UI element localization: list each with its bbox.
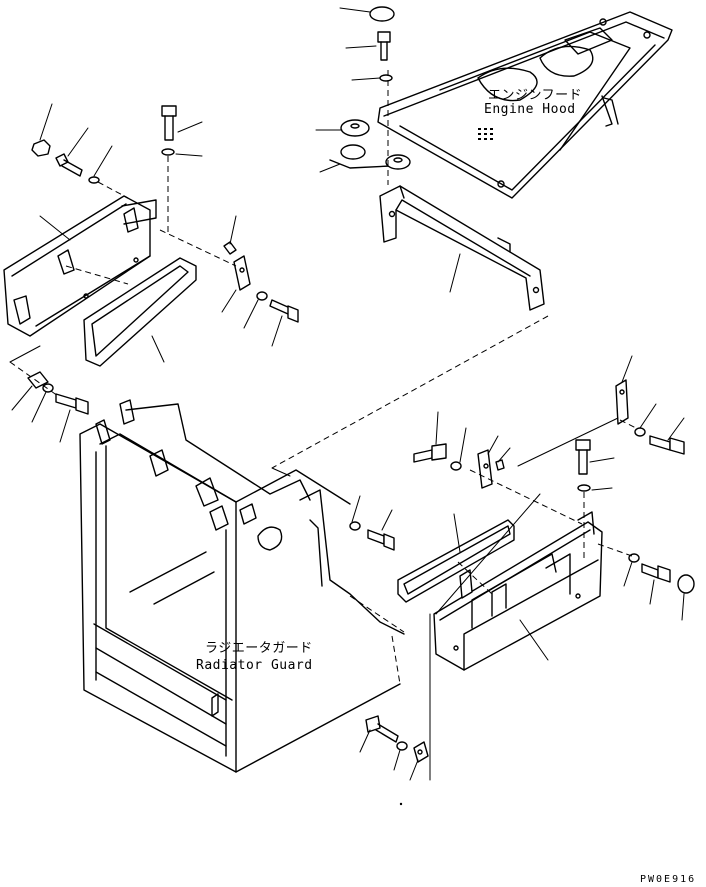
right-cover-bolt-1: [413, 411, 447, 463]
right-cover-seal: [397, 513, 515, 603]
bottom-washer: [393, 741, 408, 771]
right-cover-washer-2: [577, 484, 613, 492]
radiator-guard-label-jp: ラジエータガード: [205, 641, 313, 656]
cover-clip: [223, 215, 237, 255]
engine-hood: [377, 11, 673, 199]
engine-hood-label-jp: エンジンフード: [488, 88, 582, 103]
frame-bolt: [367, 509, 395, 551]
bottom-plate: [409, 741, 429, 781]
right-cover-washer-3: [634, 403, 657, 437]
left-cover-bolt: [55, 127, 89, 177]
lower-left-clip: [11, 371, 49, 411]
stray-dot: [399, 802, 403, 806]
right-cover-washer-1: [450, 427, 467, 471]
bottom-bolt: [359, 715, 399, 753]
lower-left-bolt: [55, 393, 89, 443]
drawing-code: PW0E916: [640, 874, 696, 885]
left-cover-washer: [88, 145, 113, 184]
left-cover-seal: [83, 257, 197, 367]
right-lower-bolt: [641, 563, 671, 605]
hood-bolt: [345, 31, 391, 61]
hood-rubber-mount-1: [315, 119, 370, 137]
hood-cap: [339, 6, 395, 22]
right-cover-stay: [615, 355, 633, 425]
cover-top-bolt: [161, 105, 203, 141]
right-cover-latch: [457, 561, 493, 599]
hood-support-bracket: [379, 185, 545, 311]
cover-side-washer: [243, 291, 268, 329]
left-cover-nut: [31, 103, 53, 157]
hood-rubber-mount-2: [319, 144, 391, 173]
right-side-cover: [433, 511, 603, 671]
radiator-guard: [79, 399, 405, 773]
engine-hood-label-en: Engine Hood: [484, 102, 576, 117]
right-cover-clip: [477, 435, 511, 489]
right-lower-cap: [677, 574, 695, 621]
right-cover-bolt-3: [649, 417, 685, 455]
frame-washer: [349, 495, 361, 531]
right-cover-bolt-2: [575, 439, 615, 475]
radiator-guard-label-en: Radiator Guard: [196, 658, 313, 673]
right-lower-washer: [623, 553, 640, 587]
lower-left-washer: [31, 383, 54, 423]
hood-vent-holes: [478, 128, 493, 140]
hood-rubber-mount-3: [385, 154, 411, 170]
cover-latch-plate: [221, 255, 251, 313]
hood-washer: [351, 74, 393, 82]
cover-top-washer: [161, 148, 203, 157]
left-side-cover: [3, 195, 157, 337]
cover-side-bolt: [269, 299, 299, 347]
